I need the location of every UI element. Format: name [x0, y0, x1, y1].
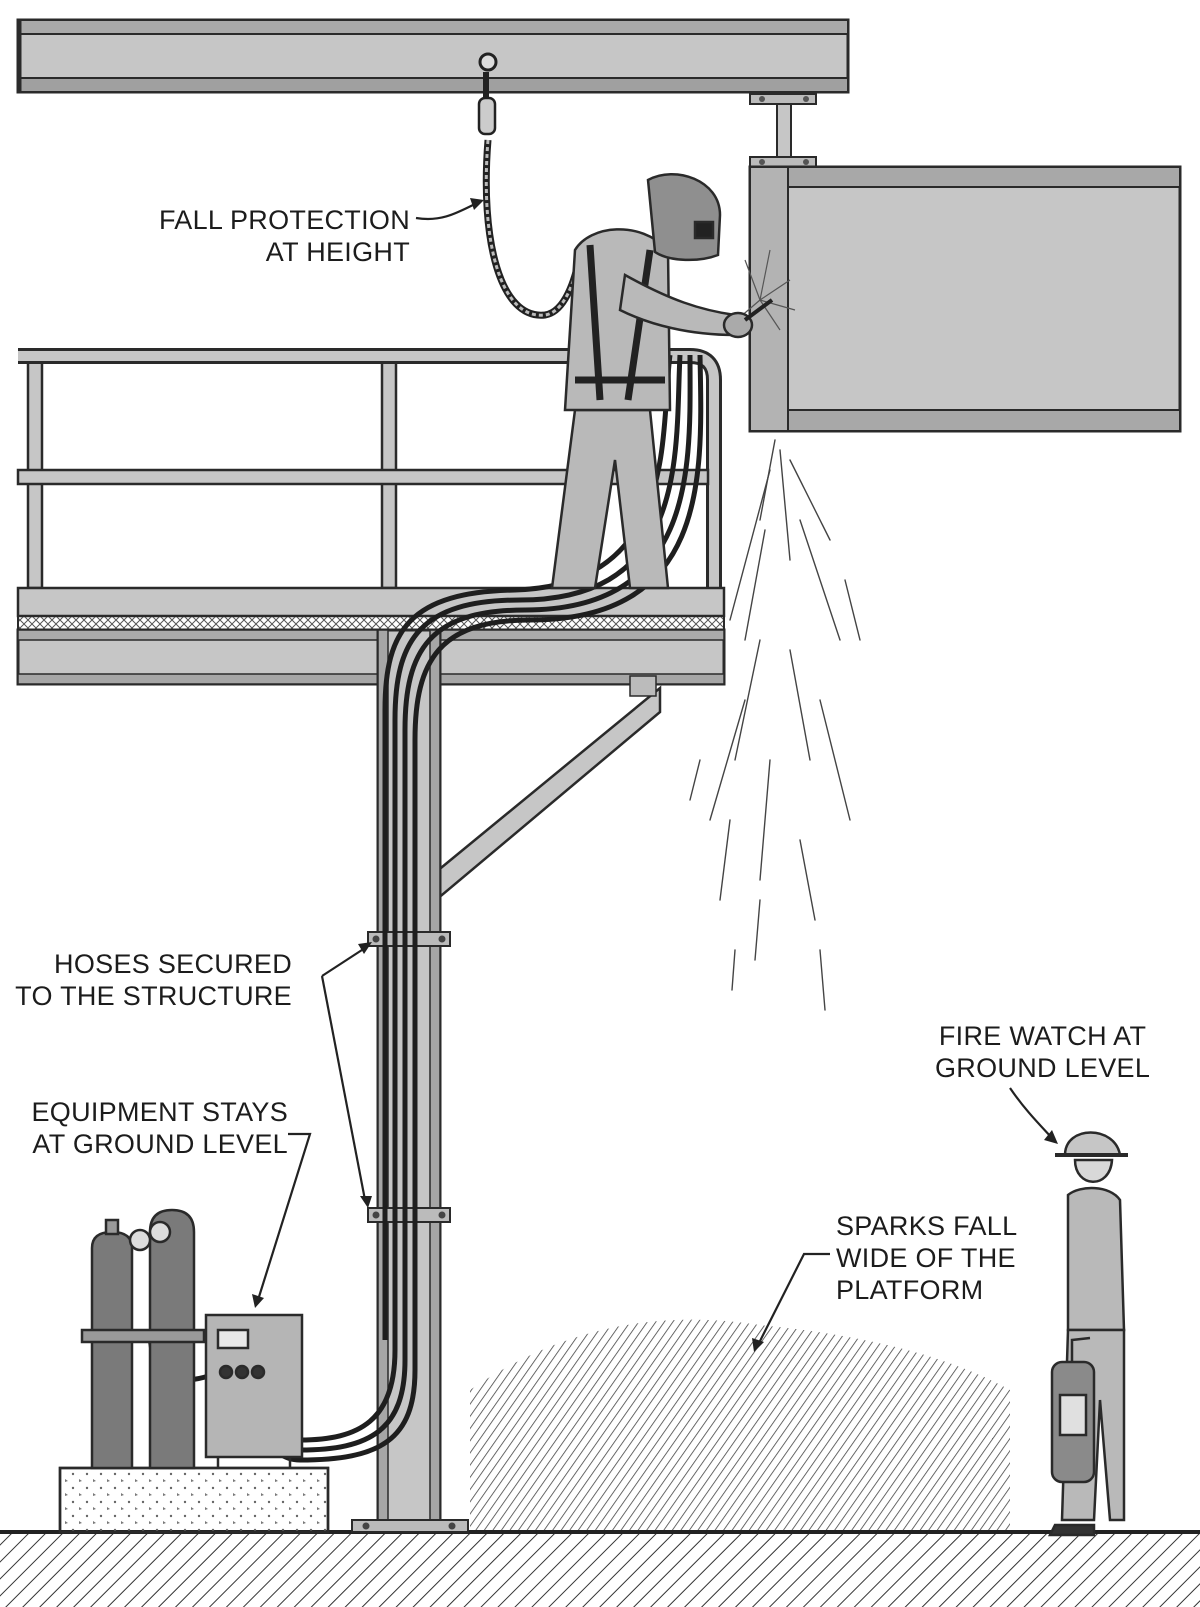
workpiece-beam [748, 165, 1182, 433]
label-hoses-secured-line1: HOSES SECURED [54, 949, 292, 979]
hoses-secured-leader [321, 947, 366, 977]
label-fall-protection-line2: AT HEIGHT [265, 237, 410, 267]
fall-protection-leader [415, 203, 476, 221]
fire-watch-leader [1009, 1087, 1053, 1139]
welder [550, 172, 774, 590]
label-sparks-fall-line1: SPARKS FALL [836, 1211, 1018, 1241]
equipment-leader [256, 1132, 312, 1301]
label-equipment-ground-line1: EQUIPMENT STAYS [31, 1097, 288, 1127]
label-equipment-ground: EQUIPMENT STAYS AT GROUND LEVEL [31, 1096, 288, 1160]
label-hoses-secured-line2: TO THE STRUCTURE [15, 981, 292, 1011]
fall-protection-lanyard [477, 72, 584, 319]
label-sparks-fall: SPARKS FALL WIDE OF THE PLATFORM [836, 1210, 1017, 1306]
label-sparks-fall-line3: PLATFORM [836, 1275, 984, 1305]
ground [0, 1530, 1200, 1607]
label-hoses-secured: HOSES SECURED TO THE STRUCTURE [15, 948, 292, 1012]
label-fire-watch-line1: FIRE WATCH AT [938, 1021, 1147, 1051]
label-fire-watch-line2: GROUND LEVEL [935, 1053, 1151, 1083]
label-sparks-fall-line2: WIDE OF THE [836, 1243, 1016, 1273]
leader-lines [252, 198, 1058, 1352]
support-column [351, 628, 662, 1533]
welding-machine [204, 1313, 304, 1468]
fire-watch-worker [1047, 1131, 1128, 1537]
overhead-beam [16, 18, 850, 94]
sparks-leader [757, 1252, 830, 1346]
gas-cylinders [58, 1208, 330, 1534]
spark-landing-zone [470, 1319, 1010, 1530]
label-fire-watch: FIRE WATCH AT GROUND LEVEL [935, 1020, 1150, 1084]
hanger-column [749, 93, 817, 168]
sparks [689, 439, 861, 1011]
label-fall-protection-line1: FALL PROTECTION [158, 205, 410, 235]
hoses-secured-leader-2 [320, 975, 367, 1201]
label-equipment-ground-line2: AT GROUND LEVEL [32, 1129, 288, 1159]
label-fall-protection: FALL PROTECTION AT HEIGHT [159, 204, 410, 268]
